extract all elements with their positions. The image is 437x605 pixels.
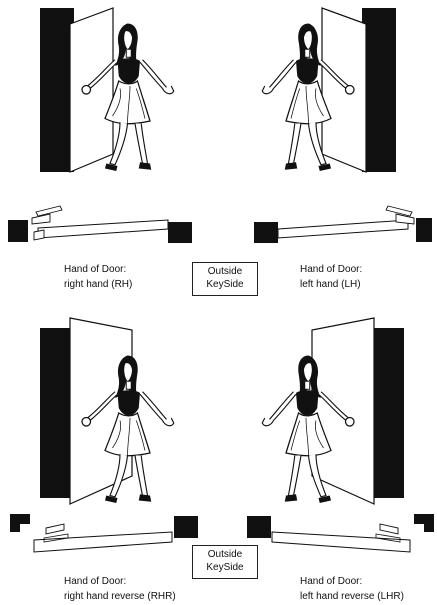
keyside-box-bottom: Outside KeySide — [192, 545, 258, 579]
keyside-top-line2: KeySide — [193, 278, 257, 291]
plan-view-lhr — [247, 514, 434, 552]
keyside-bottom-line1: Outside — [193, 548, 257, 561]
door-figure-lh — [262, 8, 396, 172]
caption-rhr: Hand of Door: right hand reverse (RHR) — [64, 574, 176, 604]
plan-view-rh — [8, 206, 192, 243]
plan-view-lh — [254, 206, 432, 243]
caption-rh: Hand of Door: right hand (RH) — [64, 262, 132, 292]
caption-rh-line1: Hand of Door: — [64, 262, 132, 277]
door-figure-rhr — [40, 318, 174, 504]
caption-lh-line2: left hand (LH) — [300, 277, 362, 292]
door-figure-lhr — [262, 318, 404, 504]
caption-lhr-line1: Hand of Door: — [300, 574, 404, 589]
caption-rh-line2: right hand (RH) — [64, 277, 132, 292]
caption-lhr: Hand of Door: left hand reverse (LHR) — [300, 574, 404, 604]
door-figure-rh — [40, 8, 174, 172]
caption-rhr-line2: right hand reverse (RHR) — [64, 589, 176, 604]
caption-rhr-line1: Hand of Door: — [64, 574, 176, 589]
keyside-box-top: Outside KeySide — [192, 262, 258, 296]
caption-lhr-line2: left hand reverse (LHR) — [300, 589, 404, 604]
caption-lh: Hand of Door: left hand (LH) — [300, 262, 362, 292]
plan-view-rhr — [10, 514, 198, 552]
caption-lh-line1: Hand of Door: — [300, 262, 362, 277]
keyside-top-line1: Outside — [193, 265, 257, 278]
keyside-bottom-line2: KeySide — [193, 561, 257, 574]
